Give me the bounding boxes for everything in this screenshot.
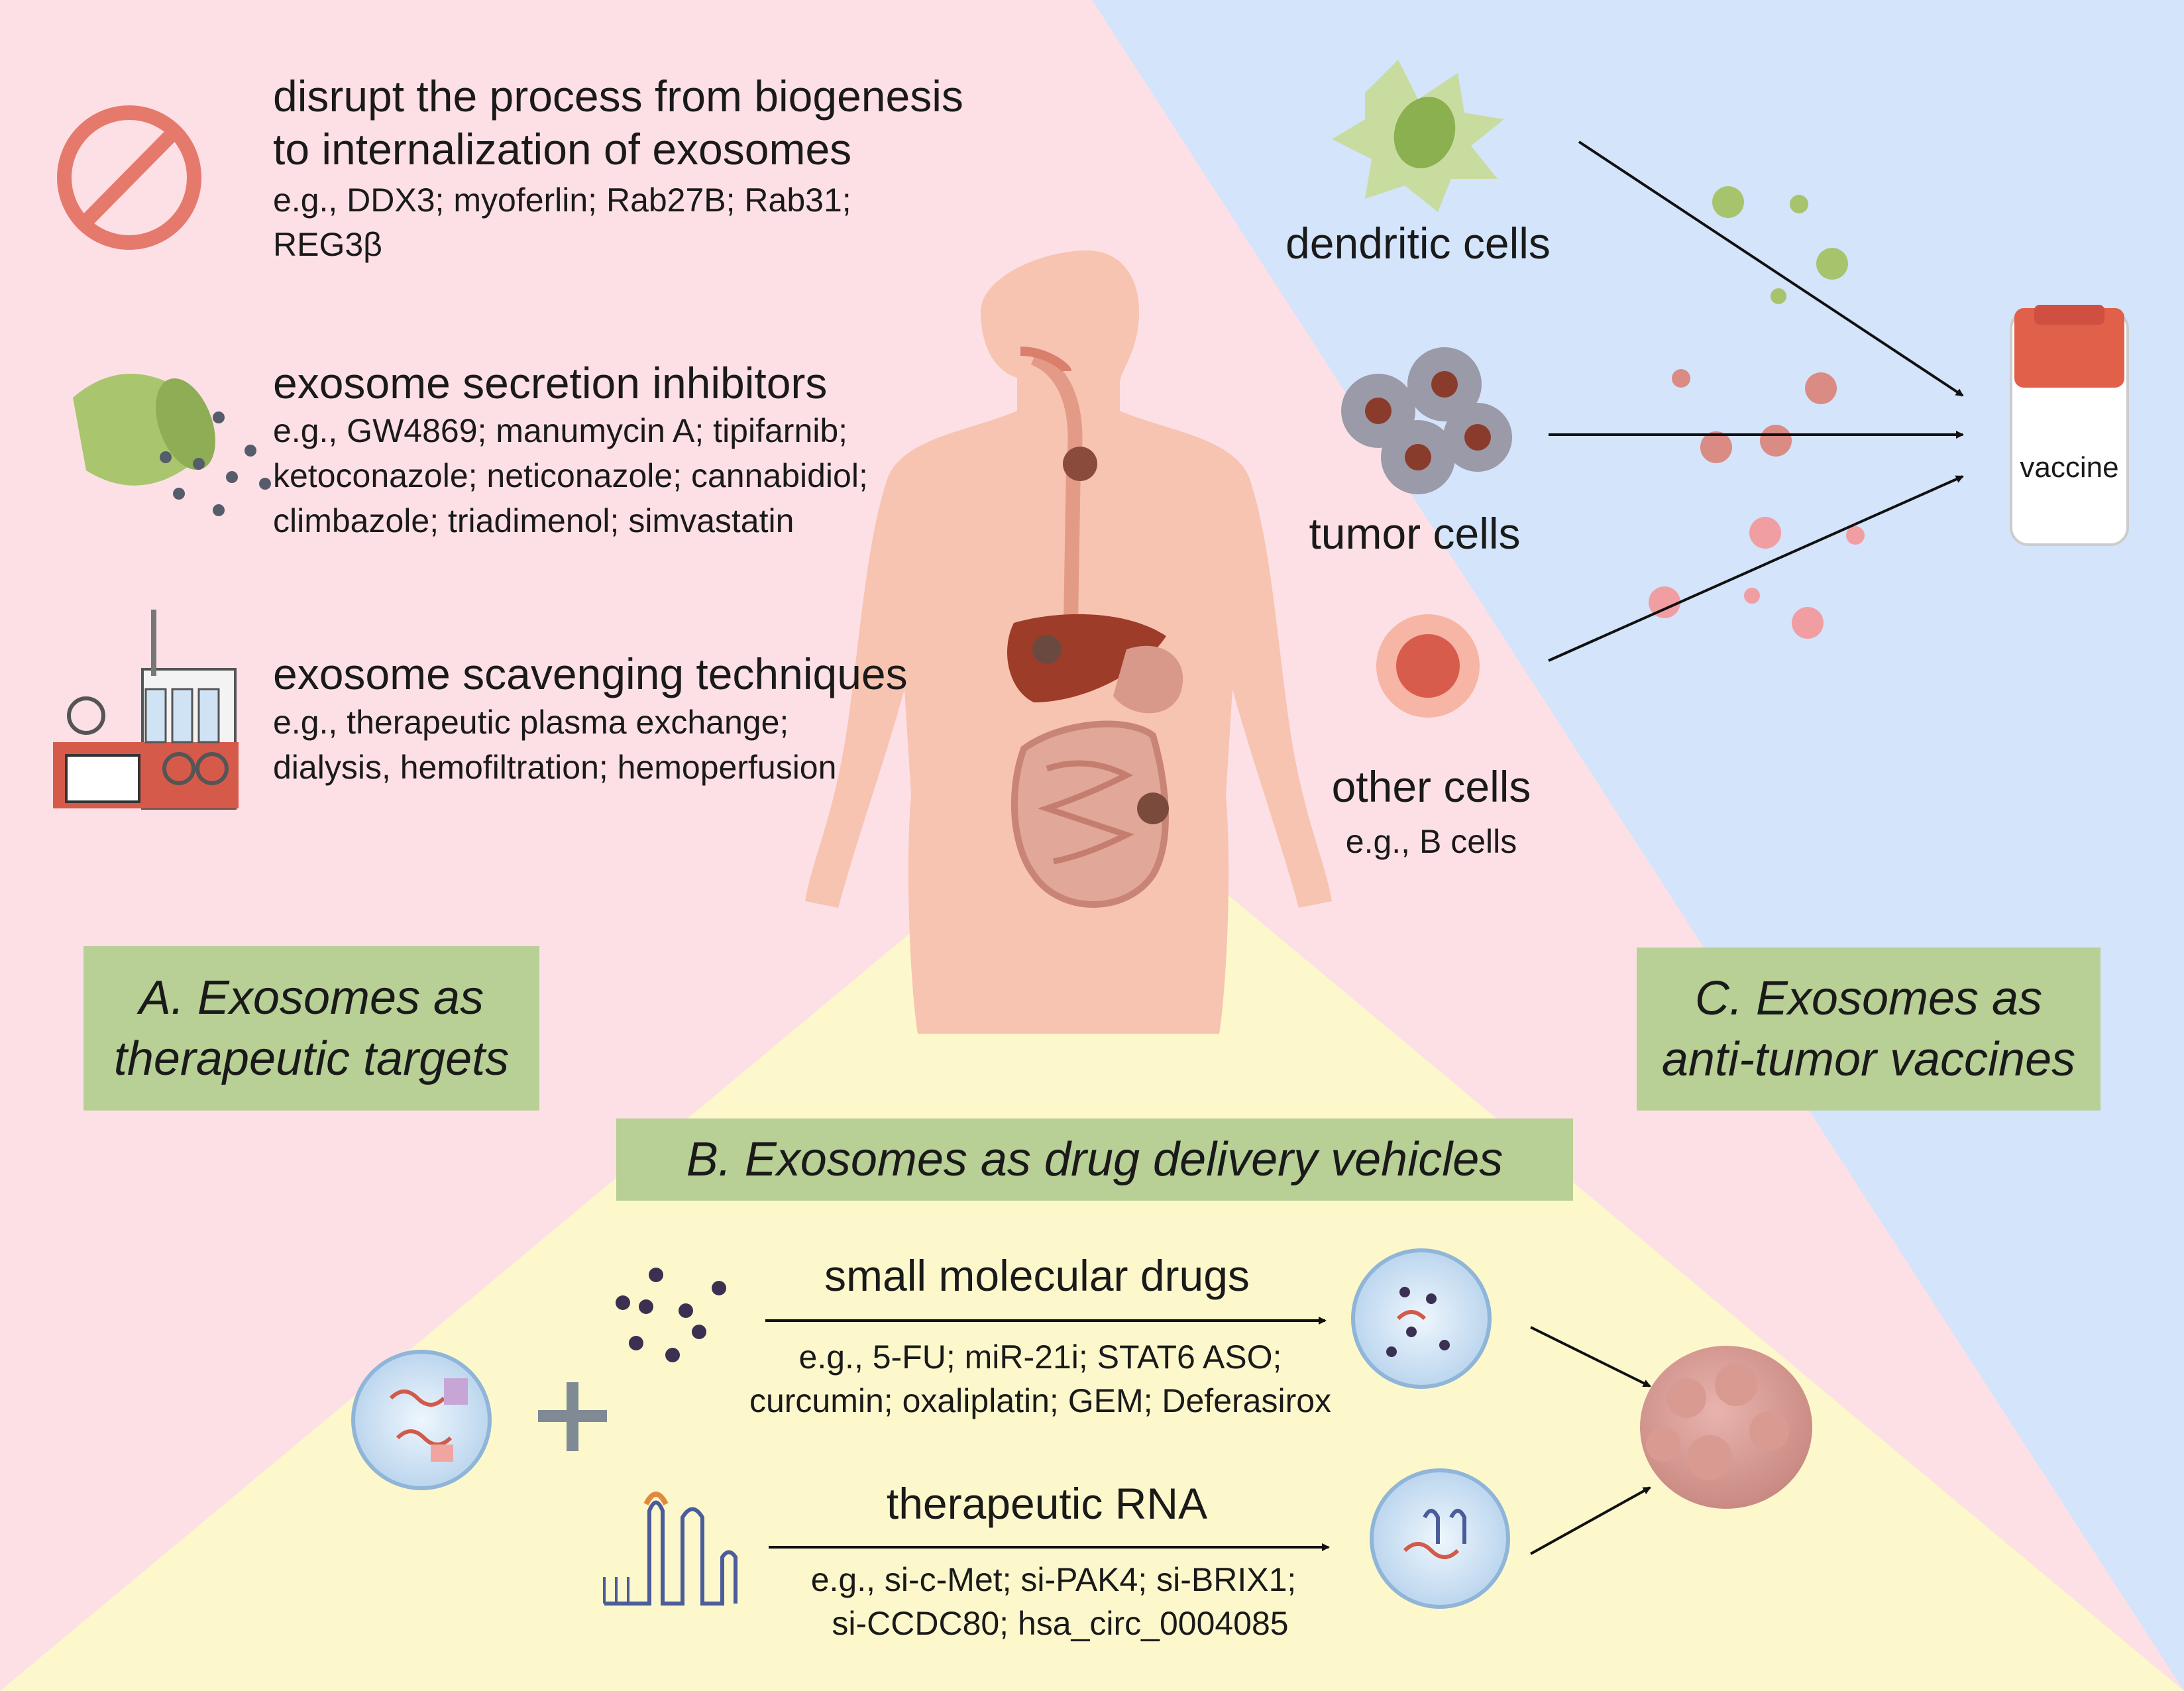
- section-c-title-box: C. Exosomes as anti-tumor vaccines: [1637, 948, 2101, 1111]
- pill-capsule-icon: [73, 374, 271, 516]
- vaccine-label: vaccine: [2020, 451, 2119, 484]
- rna-hairpin-icon: [603, 1492, 737, 1606]
- vaccine-vial-icon: [2010, 305, 2129, 546]
- dendritic-cell-icon: [1332, 60, 1504, 212]
- item1-example-line1: e.g., DDX3; myoferlin; Rab27B; Rab31;: [273, 182, 851, 219]
- item1-heading-line1: disrupt the process from biogenesis: [273, 72, 963, 121]
- section-c-title-line2: anti-tumor vaccines: [1661, 1033, 2076, 1086]
- esophagus-tumor-icon: [1063, 447, 1097, 481]
- section-b-background: [0, 782, 2184, 1691]
- tumor-mass-icon: [1640, 1346, 1812, 1509]
- section-a-title-box: A. Exosomes as therapeutic targets: [83, 946, 539, 1111]
- arrow-other-to-vaccine: [1548, 475, 1964, 662]
- item2-example-line2: ketoconazole; neticonazole; cannabidiol;: [273, 457, 868, 494]
- arrow-dendritic-to-vaccine: [1578, 140, 1964, 397]
- arrow-drug-exosome-to-tumor: [1530, 1326, 1651, 1388]
- small-molecules-example-line1: e.g., 5-FU; miR-21i; STAT6 ASO;: [798, 1338, 1282, 1376]
- arrow-rna-exosome-to-tumor: [1530, 1486, 1651, 1555]
- item3-heading: exosome scavenging techniques: [273, 649, 908, 698]
- item1-heading-line2: to internalization of exosomes: [273, 125, 852, 174]
- human-body-figure: [805, 250, 1332, 1034]
- vaccine-exosome-particles: [1649, 186, 1865, 639]
- prohibition-icon: [57, 105, 201, 250]
- other-cells-label: other cells: [1331, 762, 1531, 811]
- item3-example-line2: dialysis, hemofiltration; hemoperfusion: [273, 749, 837, 786]
- small-molecules-title: small molecular drugs: [824, 1251, 1250, 1300]
- small-molecules-example-line2: curcumin; oxaliplatin; GEM; Deferasirox: [749, 1382, 1332, 1419]
- stomach-icon: [1113, 645, 1183, 714]
- section-b-title-box: B. Exosomes as drug delivery vehicles: [616, 1118, 1573, 1201]
- item1-example-line2: REG3β: [273, 226, 382, 263]
- small-molecule-dots-icon: [616, 1268, 726, 1362]
- therapeutic-rna-title: therapeutic RNA: [886, 1479, 1208, 1528]
- red-cell-icon: [1376, 614, 1480, 718]
- tumor-cell-cluster-icon: [1341, 347, 1512, 494]
- therapeutic-rna-example-line1: e.g., si-c-Met; si-PAK4; si-BRIX1;: [810, 1561, 1297, 1598]
- plus-icon: [538, 1382, 607, 1451]
- therapeutic-rna-example-line2: si-CCDC80; hsa_circ_0004085: [832, 1605, 1289, 1642]
- tumor-cells-label: tumor cells: [1309, 509, 1521, 558]
- other-cells-example: e.g., B cells: [1345, 823, 1517, 860]
- section-a-title-line2: therapeutic targets: [113, 1032, 510, 1085]
- section-b-title: B. Exosomes as drug delivery vehicles: [686, 1133, 1503, 1186]
- item3-example-line1: e.g., therapeutic plasma exchange;: [273, 704, 789, 741]
- dendritic-cells-label: dendritic cells: [1285, 219, 1551, 268]
- section-c-title-line1: C. Exosomes as: [1694, 972, 2043, 1025]
- item2-example-line3: climbazole; triadimenol; simvastatin: [273, 502, 794, 539]
- item2-heading: exosome secretion inhibitors: [273, 358, 828, 408]
- dialysis-machine-icon: [53, 610, 239, 810]
- item2-example-line1: e.g., GW4869; manumycin A; tipifarnib;: [273, 412, 848, 449]
- section-a-title-line1: A. Exosomes as: [138, 971, 484, 1024]
- loaded-exosome-drug-icon: [1351, 1248, 1492, 1389]
- exosome-icon: [351, 1350, 492, 1490]
- loaded-exosome-rna-icon: [1370, 1468, 1510, 1609]
